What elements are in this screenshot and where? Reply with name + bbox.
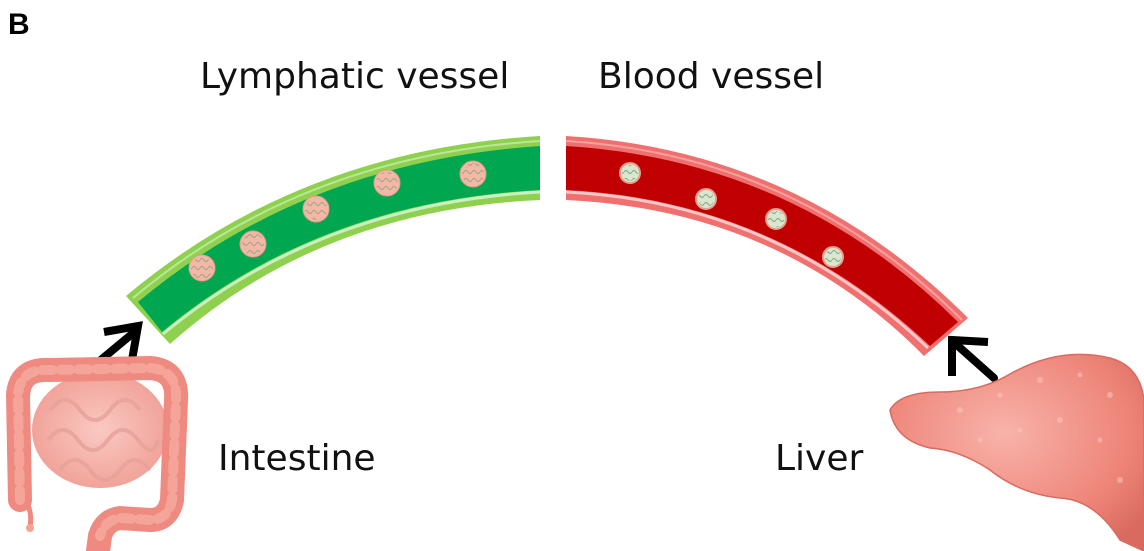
particle [374,170,400,196]
liver-label: Liver [775,438,863,479]
particle [620,163,640,183]
particle [240,231,266,257]
particle [460,161,486,187]
intestine-icon [18,368,176,551]
particle [189,255,215,281]
particle [696,189,716,209]
lymphatic-vessel-label: Lymphatic vessel [200,56,509,97]
intestine-label: Intestine [218,438,376,479]
particle [303,196,329,222]
particle [823,247,843,267]
blood-vessel-label: Blood vessel [598,56,824,97]
liver-icon [890,354,1144,551]
particle [766,209,786,229]
arrow-into-blood-icon [952,340,994,378]
